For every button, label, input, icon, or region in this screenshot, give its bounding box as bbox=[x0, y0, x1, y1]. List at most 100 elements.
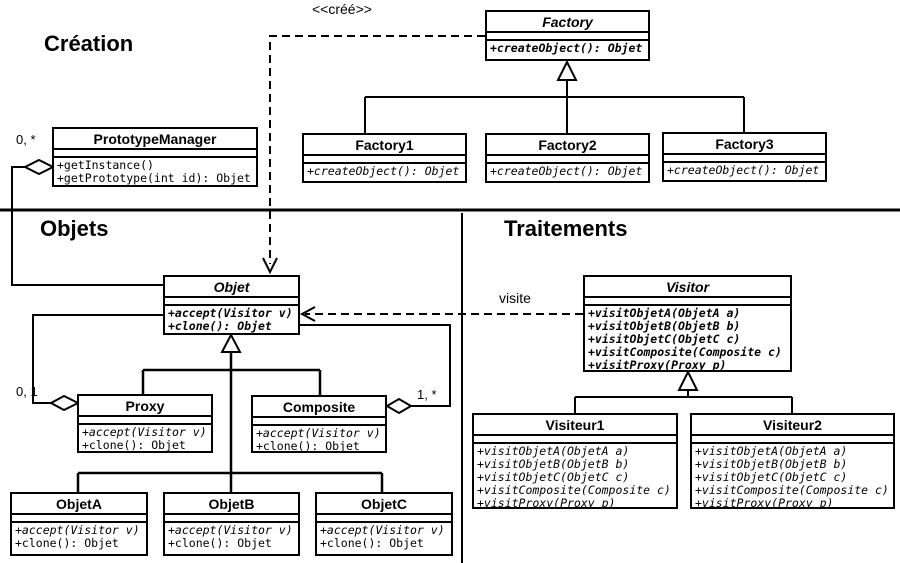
method-objet-c: +clone(): Objet bbox=[320, 536, 424, 550]
method-composite: +accept(Visitor v) bbox=[256, 426, 381, 440]
class-methods-prototype-manager: +getInstance()+getPrototype(int id): Obj… bbox=[54, 158, 256, 185]
method-visiteur2: +visitObjetB(ObjetB b) bbox=[695, 457, 848, 471]
visitor-inheritance-connector bbox=[574, 369, 793, 413]
method-visiteur2: +visitProxy(Proxy p) bbox=[695, 496, 834, 508]
class-attributes-objet-a bbox=[12, 515, 146, 523]
class-methods-factory: +createObject(): Objet bbox=[487, 41, 648, 59]
class-title-factory: Factory bbox=[487, 12, 648, 33]
dependency-visite-label: visite bbox=[499, 290, 531, 306]
method-factory3: +createObject(): Objet bbox=[667, 163, 820, 177]
class-objet-b: ObjetB +accept(Visitor v)+clone(): Objet bbox=[163, 492, 300, 556]
class-methods-factory1: +createObject(): Objet bbox=[304, 164, 465, 181]
class-attributes-proxy bbox=[79, 417, 211, 425]
method-proxy: +clone(): Objet bbox=[82, 438, 186, 452]
class-title-objet-a: ObjetA bbox=[12, 494, 146, 515]
class-methods-proxy: +accept(Visitor v)+clone(): Objet bbox=[79, 425, 211, 452]
class-attributes-objet bbox=[165, 298, 298, 306]
method-objet: +clone(): Objet bbox=[168, 319, 272, 333]
class-attributes-visiteur2 bbox=[692, 436, 893, 444]
section-heading-creation: Création bbox=[44, 31, 134, 56]
method-prototype-manager: +getPrototype(int id): Objet bbox=[57, 171, 251, 185]
class-methods-composite: +accept(Visitor v)+clone(): Objet bbox=[253, 426, 385, 452]
method-visiteur2: +visitObjetC(ObjetC c) bbox=[695, 470, 848, 484]
class-methods-objet: +accept(Visitor v)+clone(): Objet bbox=[165, 306, 298, 333]
method-visiteur1: +visitObjetA(ObjetA a) bbox=[477, 444, 630, 458]
class-title-visiteur2: Visiteur2 bbox=[692, 415, 893, 436]
method-composite: +clone(): Objet bbox=[256, 439, 360, 452]
section-heading-traitements: Traitements bbox=[504, 216, 628, 241]
class-attributes-visiteur1 bbox=[474, 436, 676, 444]
class-objet-a: ObjetA +accept(Visitor v)+clone(): Objet bbox=[10, 492, 148, 556]
class-attributes-objet-b bbox=[165, 515, 298, 523]
class-attributes-factory3 bbox=[664, 155, 825, 163]
prototype-manager-aggregation bbox=[11, 158, 163, 286]
class-objet: Objet +accept(Visitor v)+clone(): Objet bbox=[163, 275, 300, 335]
class-title-proxy: Proxy bbox=[79, 396, 211, 417]
stereotype-cree-label: <<créé>> bbox=[312, 1, 372, 17]
method-visiteur1: +visitProxy(Proxy p) bbox=[477, 496, 616, 508]
objet-inheritance-connector bbox=[76, 332, 384, 492]
class-composite: Composite+accept(Visitor v)+clone(): Obj… bbox=[251, 395, 387, 453]
method-objet-c: +accept(Visitor v) bbox=[320, 523, 445, 537]
method-visiteur1: +visitObjetB(ObjetB b) bbox=[477, 457, 630, 471]
class-factory3: Factory3+createObject(): Objet bbox=[662, 132, 827, 182]
class-attributes-objet-c bbox=[317, 515, 451, 523]
composite-aggregation bbox=[300, 324, 451, 415]
class-title-visiteur1: Visiteur1 bbox=[474, 415, 676, 436]
class-title-prototype-manager: PrototypeManager bbox=[54, 129, 256, 150]
class-factory: Factory +createObject(): Objet bbox=[485, 10, 650, 61]
method-visitor: +visitObjetB(ObjetB b) bbox=[588, 319, 741, 333]
method-objet-a: +accept(Visitor v) bbox=[15, 523, 140, 537]
class-title-objet: Objet bbox=[165, 277, 298, 298]
method-proxy: +accept(Visitor v) bbox=[82, 425, 207, 439]
multiplicity-proxy: 0, 1 bbox=[16, 384, 38, 399]
section-heading-objets: Objets bbox=[40, 216, 109, 241]
class-attributes-prototype-manager bbox=[54, 150, 256, 158]
class-visiteur2: Visiteur2+visitObjetA(ObjetA a)+visitObj… bbox=[690, 413, 895, 509]
method-objet-b: +accept(Visitor v) bbox=[168, 523, 293, 537]
class-proxy: Proxy +accept(Visitor v)+clone(): Objet bbox=[77, 394, 213, 453]
class-methods-factory3: +createObject(): Objet bbox=[664, 163, 825, 180]
method-visiteur1: +visitComposite(Composite c) bbox=[477, 483, 671, 497]
class-visitor: Visitor+visitObjetA(ObjetA a)+visitObjet… bbox=[583, 275, 792, 372]
class-attributes-composite bbox=[253, 418, 385, 426]
method-objet-b: +clone(): Objet bbox=[168, 536, 272, 550]
method-visitor: +visitComposite(Composite c) bbox=[588, 345, 782, 359]
method-visiteur1: +visitObjetC(ObjetC c) bbox=[477, 470, 630, 484]
method-objet: +accept(Visitor v) bbox=[168, 306, 293, 320]
class-methods-visitor: +visitObjetA(ObjetA a)+visitObjetB(Objet… bbox=[585, 306, 790, 371]
method-factory: +createObject(): Objet bbox=[490, 41, 643, 55]
class-title-objet-c: ObjetC bbox=[317, 494, 451, 515]
class-methods-visiteur2: +visitObjetA(ObjetA a)+visitObjetB(Objet… bbox=[692, 444, 893, 508]
method-visiteur2: +visitComposite(Composite c) bbox=[695, 483, 889, 497]
class-title-visitor: Visitor bbox=[585, 277, 790, 298]
method-visitor: +visitObjetC(ObjetC c) bbox=[588, 332, 741, 346]
class-title-factory2: Factory2 bbox=[487, 135, 648, 156]
class-title-objet-b: ObjetB bbox=[165, 494, 298, 515]
class-visiteur1: Visiteur1+visitObjetA(ObjetA a)+visitObj… bbox=[472, 413, 678, 509]
method-factory2: +createObject(): Objet bbox=[490, 164, 643, 178]
method-visitor: +visitObjetA(ObjetA a) bbox=[588, 306, 741, 320]
class-methods-objet-a: +accept(Visitor v)+clone(): Objet bbox=[12, 523, 146, 554]
class-attributes-factory2 bbox=[487, 156, 648, 164]
factory-inheritance-connector bbox=[364, 59, 745, 133]
method-visiteur2: +visitObjetA(ObjetA a) bbox=[695, 444, 848, 458]
method-prototype-manager: +getInstance() bbox=[57, 158, 154, 172]
class-factory2: Factory2 +createObject(): Objet bbox=[485, 133, 650, 183]
class-methods-objet-c: +accept(Visitor v)+clone(): Objet bbox=[317, 523, 451, 554]
class-attributes-factory bbox=[487, 33, 648, 41]
class-attributes-visitor bbox=[585, 298, 790, 306]
multiplicity-composite: 1, * bbox=[417, 387, 437, 402]
class-attributes-factory1 bbox=[304, 156, 465, 164]
cree-dependency-arrow bbox=[262, 35, 485, 275]
multiplicity-prototype-manager: 0, * bbox=[16, 132, 36, 147]
visite-dependency-arrow bbox=[299, 306, 583, 322]
class-methods-objet-b: +accept(Visitor v)+clone(): Objet bbox=[165, 523, 298, 554]
class-title-factory1: Factory1 bbox=[304, 135, 465, 156]
method-factory1: +createObject(): Objet bbox=[307, 164, 460, 178]
class-objet-c: ObjetC +accept(Visitor v)+clone(): Objet bbox=[315, 492, 453, 556]
class-methods-visiteur1: +visitObjetA(ObjetA a)+visitObjetB(Objet… bbox=[474, 444, 676, 508]
method-objet-a: +clone(): Objet bbox=[15, 536, 119, 550]
